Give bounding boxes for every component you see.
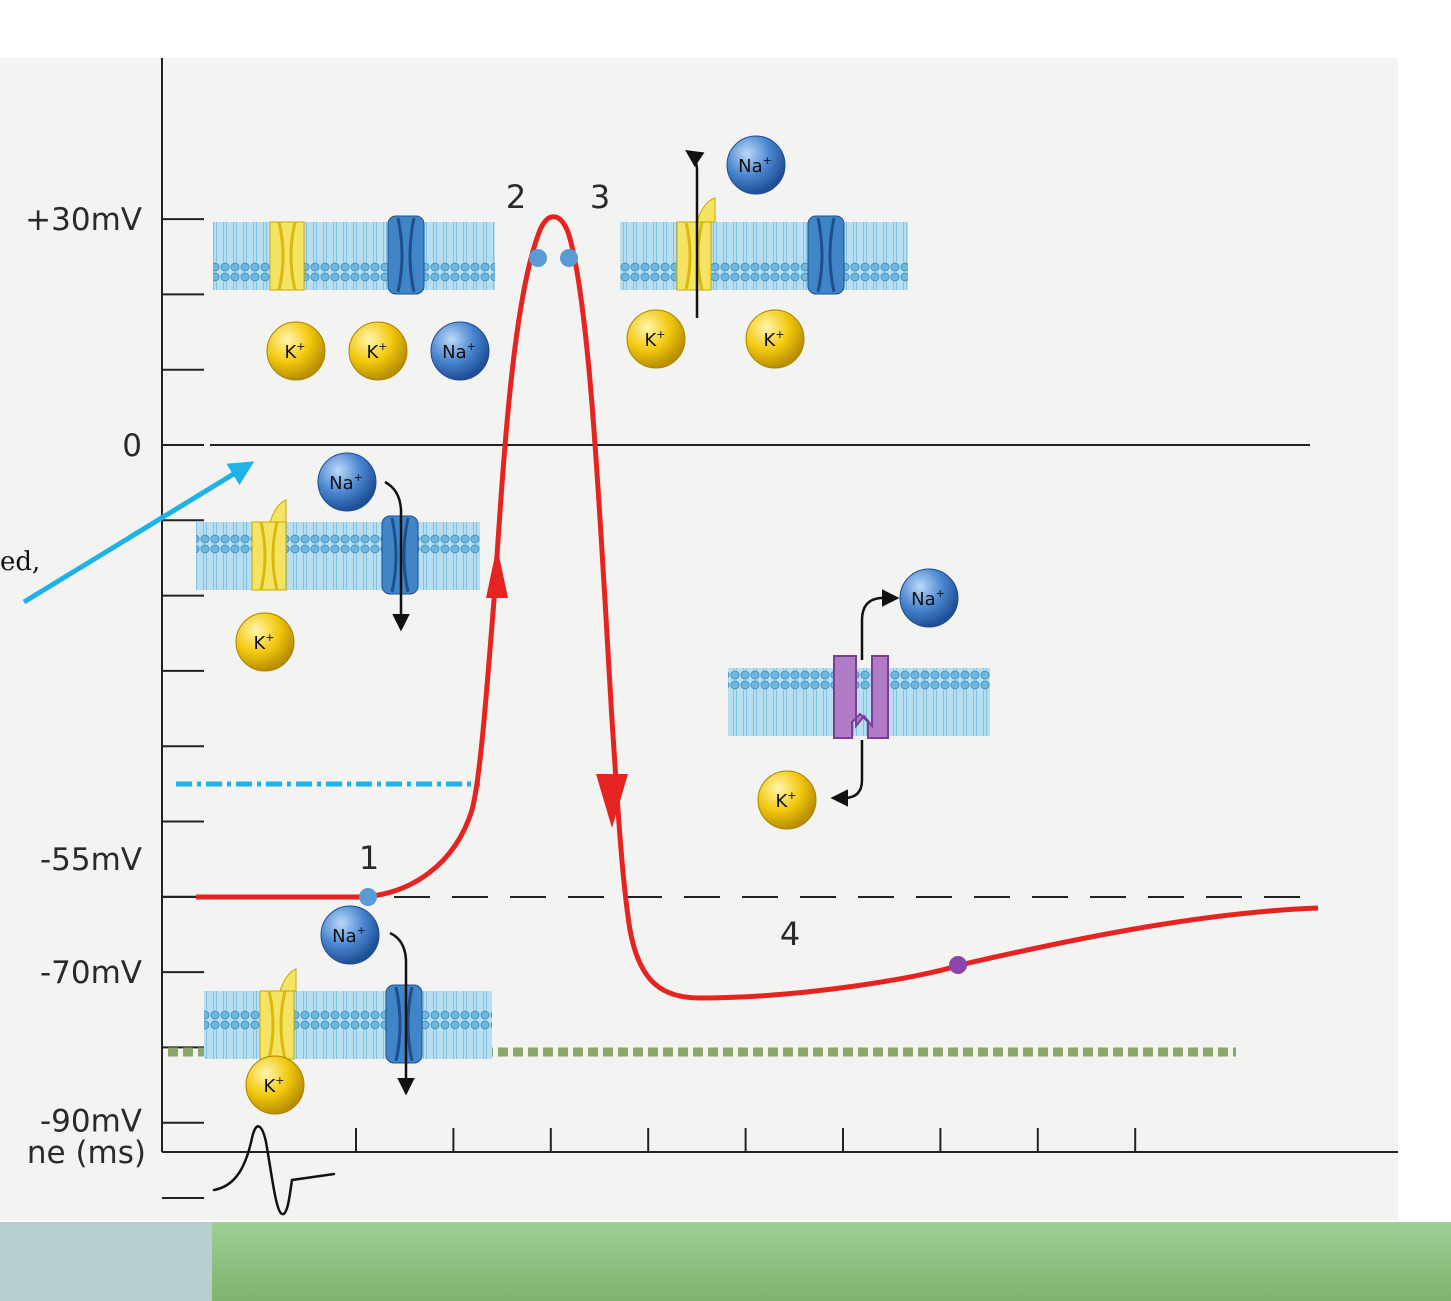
x-axis-label: ne (ms) [27,1135,146,1171]
phase3-marker [560,249,578,267]
repolarization-arrowhead [596,774,628,828]
sodium-potassium-pump [728,655,990,739]
sodium-ion: Na+ [430,321,490,381]
membrane-depolarization [196,499,480,596]
y-tick-label: +30mV [25,202,142,238]
axes [161,58,1398,1199]
potassium-ion: K+ [235,612,295,672]
k-efflux-arrow [685,150,705,318]
pump-k-in-arrow [830,740,864,807]
potassium-ion: K+ [745,309,805,369]
y-tick-label: -70mV [40,955,142,991]
phase-label-4: 4 [780,915,800,953]
potassium-ion: K+ [757,770,817,830]
phase-label-2: 2 [506,178,526,216]
y-tick-label: 0 [122,428,142,464]
sodium-ion: Na+ [726,135,786,195]
phase1-marker [359,888,377,906]
potassium-ion: K+ [245,1055,305,1115]
phase-label-3: 3 [590,178,610,216]
potassium-ion: K+ [348,321,408,381]
na-influx-arrow-rest [389,931,415,1096]
phase-label-1: 1 [359,839,379,877]
pump-na-out-arrow [860,589,900,660]
y-tick-label: -55mV [40,842,142,878]
annotation-arrow [22,461,255,605]
membrane-hyperpolarization [204,968,492,1065]
potassium-ion: K+ [626,309,686,369]
ion-group: K+ K+ Na+ Na+ K+ K+ Na+ K+ Na+ K+ Na+ K+ [235,135,959,1115]
sodium-ion: Na+ [320,905,380,965]
sodium-ion: Na+ [899,568,959,628]
footer-band-left [0,1222,212,1301]
membrane-phase3 [620,197,908,296]
phase4-marker [949,956,967,974]
sodium-ion: Na+ [317,452,377,512]
action-potential-trace [196,214,1319,1001]
potassium-ion: K+ [266,321,326,381]
membrane-resting [213,214,495,296]
depolarization-arrowhead [486,546,508,598]
y-tick-label: -90mV [40,1104,142,1140]
na-influx-arrow-depol [384,480,410,632]
hand-drawn-spike [212,1125,336,1216]
side-annotation: ed, [0,547,40,577]
footer-band-right [212,1222,1451,1301]
y-tick-labels: +30mV 0 -55mV -70mV -90mV [25,202,142,1140]
phase2-marker [529,249,547,267]
